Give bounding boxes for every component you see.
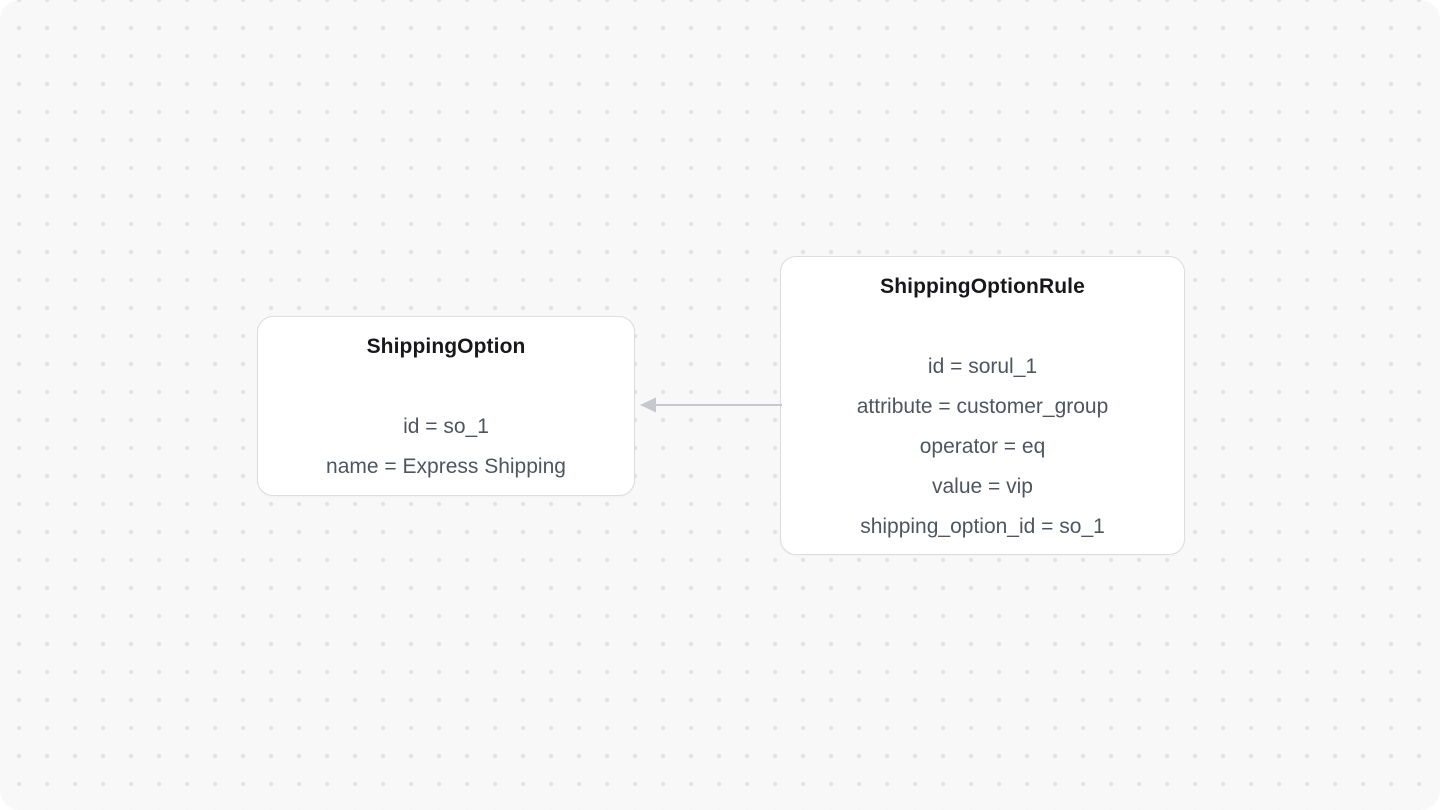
entity-field-attribute: attribute = customer_group bbox=[856, 395, 1109, 418]
arrowhead-left-icon bbox=[640, 397, 656, 413]
entity-field-list: id = so_1 name = Express Shipping bbox=[326, 407, 566, 487]
entity-card-shipping-option[interactable]: ShippingOption id = so_1 name = Express … bbox=[257, 316, 635, 496]
entity-field-name: name = Express Shipping bbox=[326, 455, 566, 478]
entity-field-list: id = sorul_1 attribute = customer_group … bbox=[857, 347, 1109, 547]
entity-card-shipping-option-rule[interactable]: ShippingOptionRule id = sorul_1 attribut… bbox=[780, 256, 1185, 555]
entity-field-id: id = so_1 bbox=[403, 415, 489, 438]
entity-title-shipping-option: ShippingOption bbox=[366, 335, 526, 358]
entity-title-shipping-option-rule: ShippingOptionRule bbox=[880, 275, 1085, 298]
entity-field-id: id = sorul_1 bbox=[927, 355, 1038, 378]
relation-arrow bbox=[640, 397, 782, 413]
entity-field-shipping-option-id: shipping_option_id = so_1 bbox=[860, 515, 1105, 538]
entity-field-value: value = vip bbox=[932, 475, 1033, 498]
entity-field-operator: operator = eq bbox=[919, 435, 1046, 458]
